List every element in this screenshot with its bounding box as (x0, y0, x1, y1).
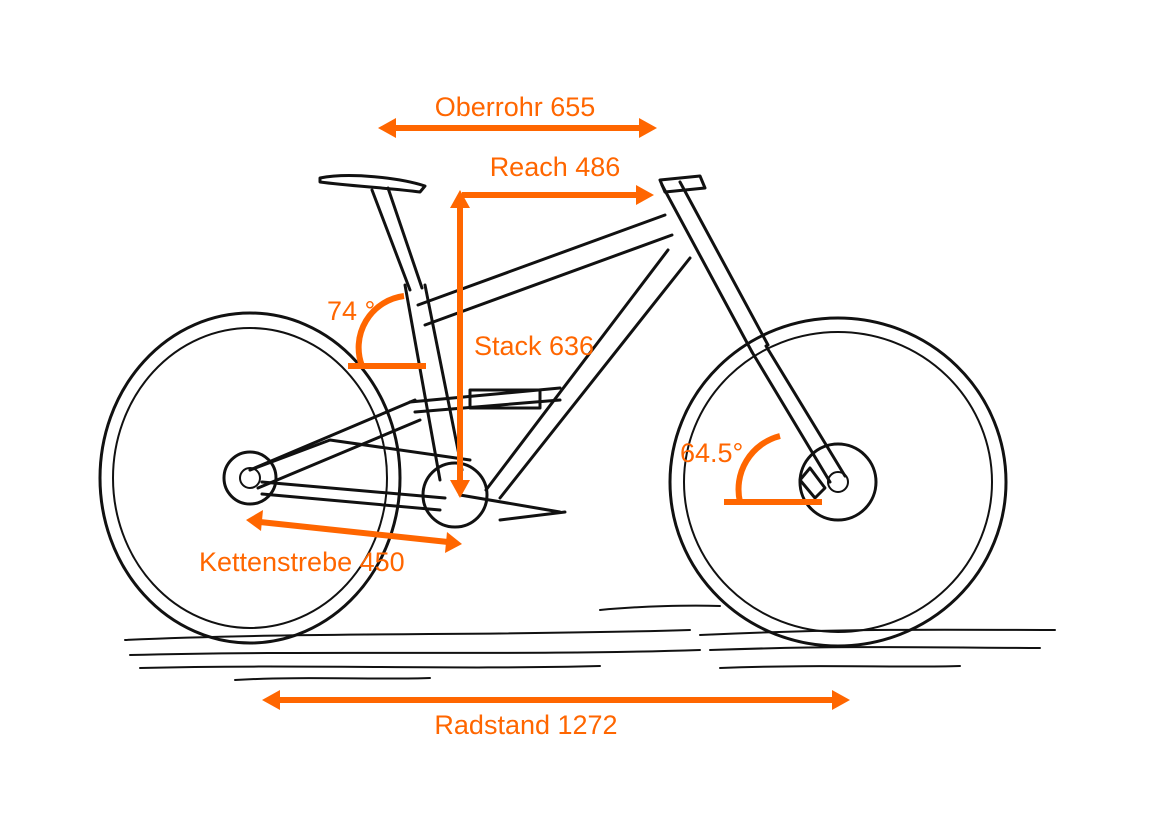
rear-wheel (98, 311, 402, 645)
top-tube-dimension: Oberrohr 655 (378, 92, 657, 138)
front-wheel (668, 316, 1008, 648)
seat-angle-dimension: 74 ° (327, 293, 426, 369)
head-angle-label: 64.5° (680, 438, 743, 468)
ground-sketch (124, 604, 1056, 681)
wheelbase-dimension: Radstand 1272 (262, 690, 850, 740)
reach-label: Reach 486 (490, 152, 621, 182)
chainstay-dimension: Kettenstrebe 450 (199, 510, 462, 577)
stack-dimension: Stack 636 (450, 190, 594, 498)
wheelbase-label: Radstand 1272 (434, 710, 617, 740)
seat-angle-label: 74 ° (327, 296, 375, 326)
reach-dimension: Reach 486 (462, 152, 654, 205)
stack-label: Stack 636 (474, 331, 594, 361)
top-tube-label: Oberrohr 655 (435, 92, 596, 122)
head-angle-dimension: 64.5° (680, 433, 822, 505)
frame (248, 174, 847, 529)
chainstay-label: Kettenstrebe 450 (199, 547, 405, 577)
